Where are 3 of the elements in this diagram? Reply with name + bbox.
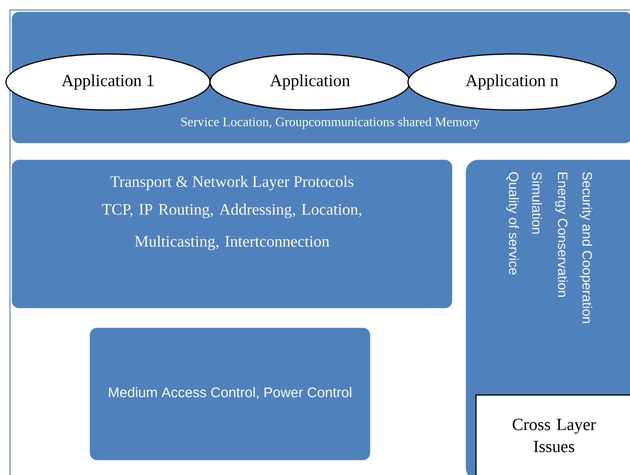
label-box: Cross Layer Issues: [475, 394, 630, 475]
layer-box: Transport & Network Layer Protocols TCP, IP Routing, Addressing, Location, Multicasting, Intertconnection: [12, 160, 452, 308]
layer-box: Medium Access Control, Power Control: [90, 328, 370, 460]
